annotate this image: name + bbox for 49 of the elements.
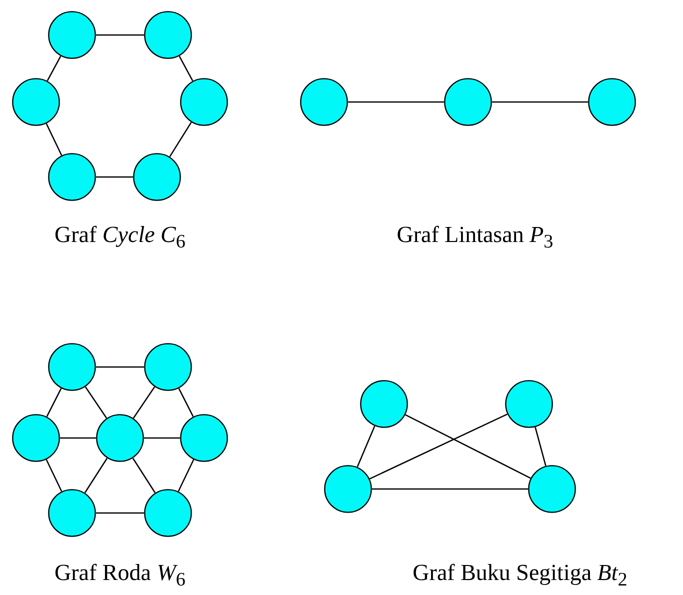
graph-edge xyxy=(84,458,108,494)
vertex-circle xyxy=(180,78,228,126)
graph-edge xyxy=(169,122,192,157)
graph-edge xyxy=(144,437,180,439)
graph-caption: Graf Cycle C$_{6}$ xyxy=(54,222,186,254)
graph-edge xyxy=(84,386,108,418)
graph-edge xyxy=(178,459,194,492)
graph-edge xyxy=(96,366,144,368)
graph-edge xyxy=(96,512,144,514)
graph-edge xyxy=(132,386,156,418)
vertex-circle xyxy=(144,489,192,537)
vertex-circle xyxy=(144,343,192,391)
graph-edge xyxy=(96,34,144,36)
vertex-circle xyxy=(588,78,636,126)
graph-edge xyxy=(534,427,546,466)
graph-edge xyxy=(372,488,528,490)
vertex-circle xyxy=(180,414,228,462)
graph-edge xyxy=(46,123,62,156)
vertex-circle xyxy=(48,489,96,537)
graph-edge xyxy=(369,414,508,480)
graph-edge xyxy=(492,101,588,103)
vertex-circle xyxy=(48,153,96,201)
graph-edge xyxy=(356,426,376,468)
vertex-circle xyxy=(360,380,408,428)
vertex-circle xyxy=(505,380,553,428)
graph-edge xyxy=(405,414,531,479)
graph-edge xyxy=(46,56,62,82)
graph-edge xyxy=(348,101,444,103)
vertex-circle xyxy=(133,153,181,201)
vertex-circle xyxy=(48,11,96,59)
vertex-circle xyxy=(12,414,60,462)
graph-edge xyxy=(60,437,96,439)
vertex-circle xyxy=(300,78,348,126)
vertex-circle xyxy=(144,11,192,59)
graph-edge xyxy=(96,176,133,178)
graph-edge xyxy=(178,388,194,417)
graph-caption: Graf Buku Segitiga Bt$_{2}$ xyxy=(412,560,628,592)
graph-edge xyxy=(178,56,194,82)
vertex-circle xyxy=(528,465,576,513)
graph-caption: Graf Roda W$_{6}$ xyxy=(54,560,186,592)
vertex-circle xyxy=(48,343,96,391)
vertex-circle xyxy=(324,465,372,513)
vertex-circle xyxy=(12,78,60,126)
vertex-circle xyxy=(96,414,144,462)
graph-edge xyxy=(132,458,156,494)
vertex-circle xyxy=(444,78,492,126)
graph-caption: Graf Lintasan P$_{3}$ xyxy=(396,222,554,254)
graph-edge xyxy=(46,388,62,417)
graph-edge xyxy=(46,459,62,492)
